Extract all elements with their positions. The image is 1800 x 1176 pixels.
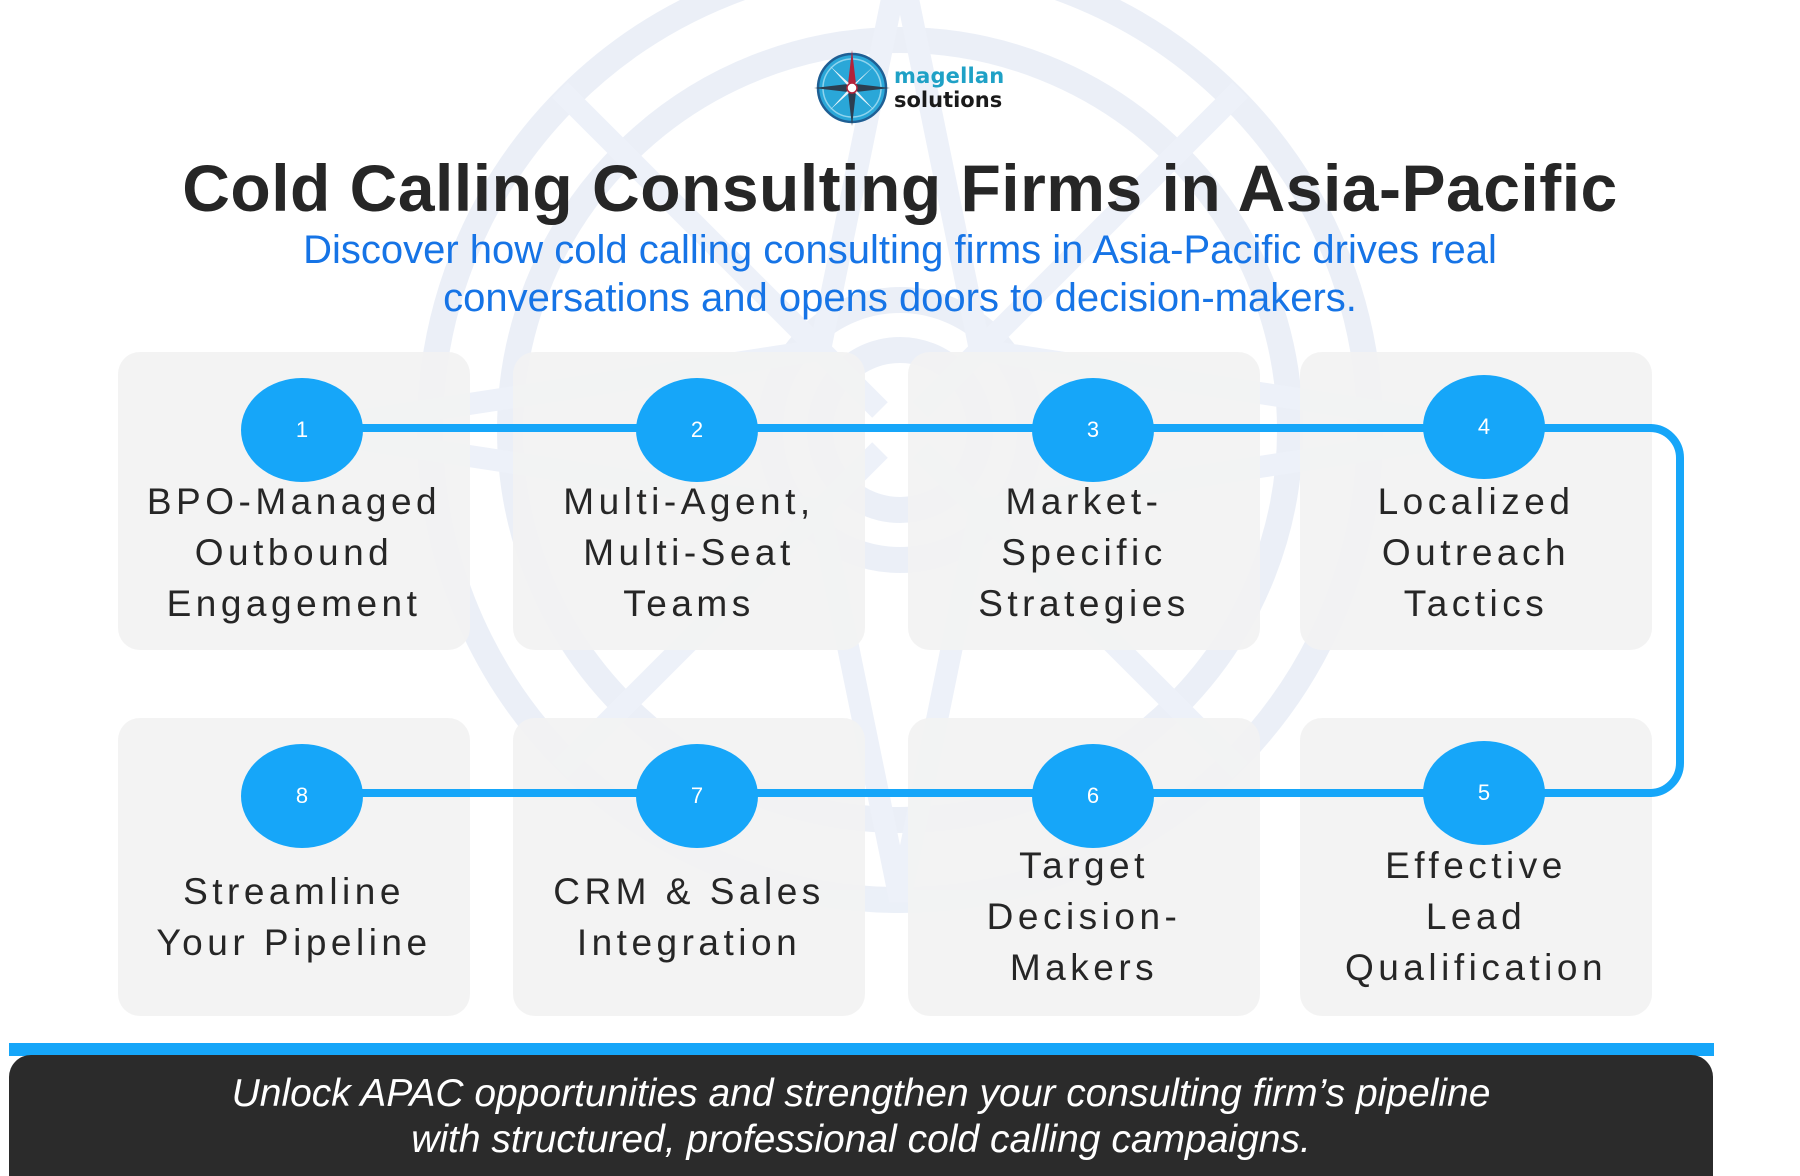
subtitle-line-1: Discover how cold calling consulting fir… [303,228,1497,272]
brand-logo: magellan solutions [812,48,1012,128]
step-number-badge-3: 3 [1032,378,1154,482]
page-title: Cold Calling Consulting Firms in Asia-Pa… [182,151,1618,225]
step-number-badge-8: 8 [241,744,363,848]
brand-name-line2: solutions [894,87,1003,112]
compass-rose-icon [814,50,890,126]
footer-line-2: with structured, professional cold calli… [411,1118,1311,1161]
page-subtitle: Discover how cold calling consulting fir… [0,226,1800,322]
step-number-badge-7: 7 [636,744,758,848]
footer-message: Unlock APAC opportunities and strengthen… [9,1071,1713,1163]
subtitle-line-2: conversations and opens doors to decisio… [443,276,1357,320]
step-number-badge-5: 5 [1423,741,1545,845]
brand-name-line1: magellan [894,63,1005,88]
step-number-badge-6: 6 [1032,744,1154,848]
footer-accent-bar [9,1043,1714,1056]
footer-banner: Unlock APAC opportunities and strengthen… [9,1055,1713,1176]
step-number-badge-2: 2 [636,378,758,482]
step-number-badge-1: 1 [241,378,363,482]
footer-line-1: Unlock APAC opportunities and strengthen… [231,1072,1491,1115]
step-number-badge-4: 4 [1423,375,1545,479]
